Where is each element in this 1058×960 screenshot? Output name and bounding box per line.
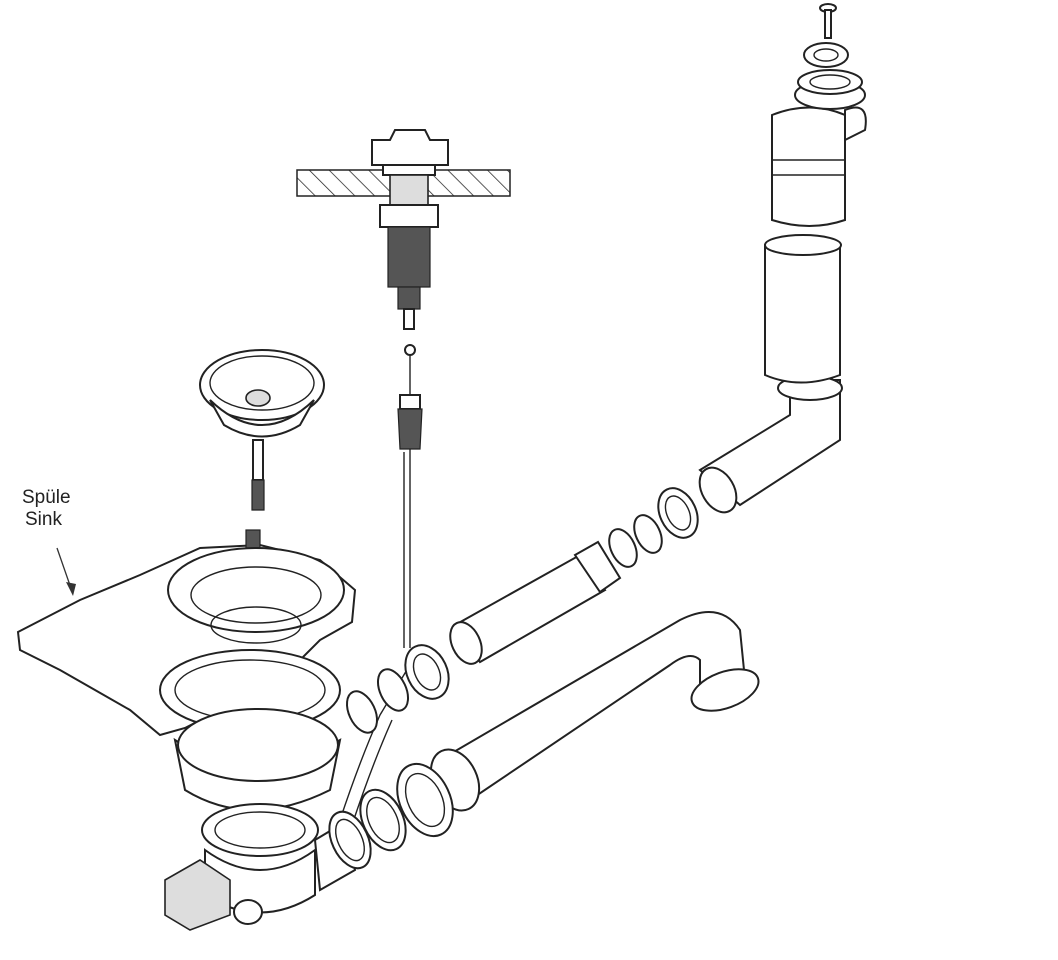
strainer-basket	[199, 349, 325, 511]
sink-pointer-arrow	[56, 547, 76, 596]
middle-pipe-assembly	[345, 487, 699, 734]
drain-body	[159, 529, 357, 931]
label-sink-german: Spüle	[22, 487, 71, 508]
label-sink-english: Sink	[25, 509, 62, 530]
countertop-actuator	[296, 129, 511, 330]
control-cable	[397, 344, 423, 648]
overflow-sleeve	[764, 234, 842, 384]
lower-elbow-pipe	[328, 611, 760, 870]
overflow-head	[771, 3, 867, 227]
upper-elbow-pipe	[698, 375, 843, 514]
